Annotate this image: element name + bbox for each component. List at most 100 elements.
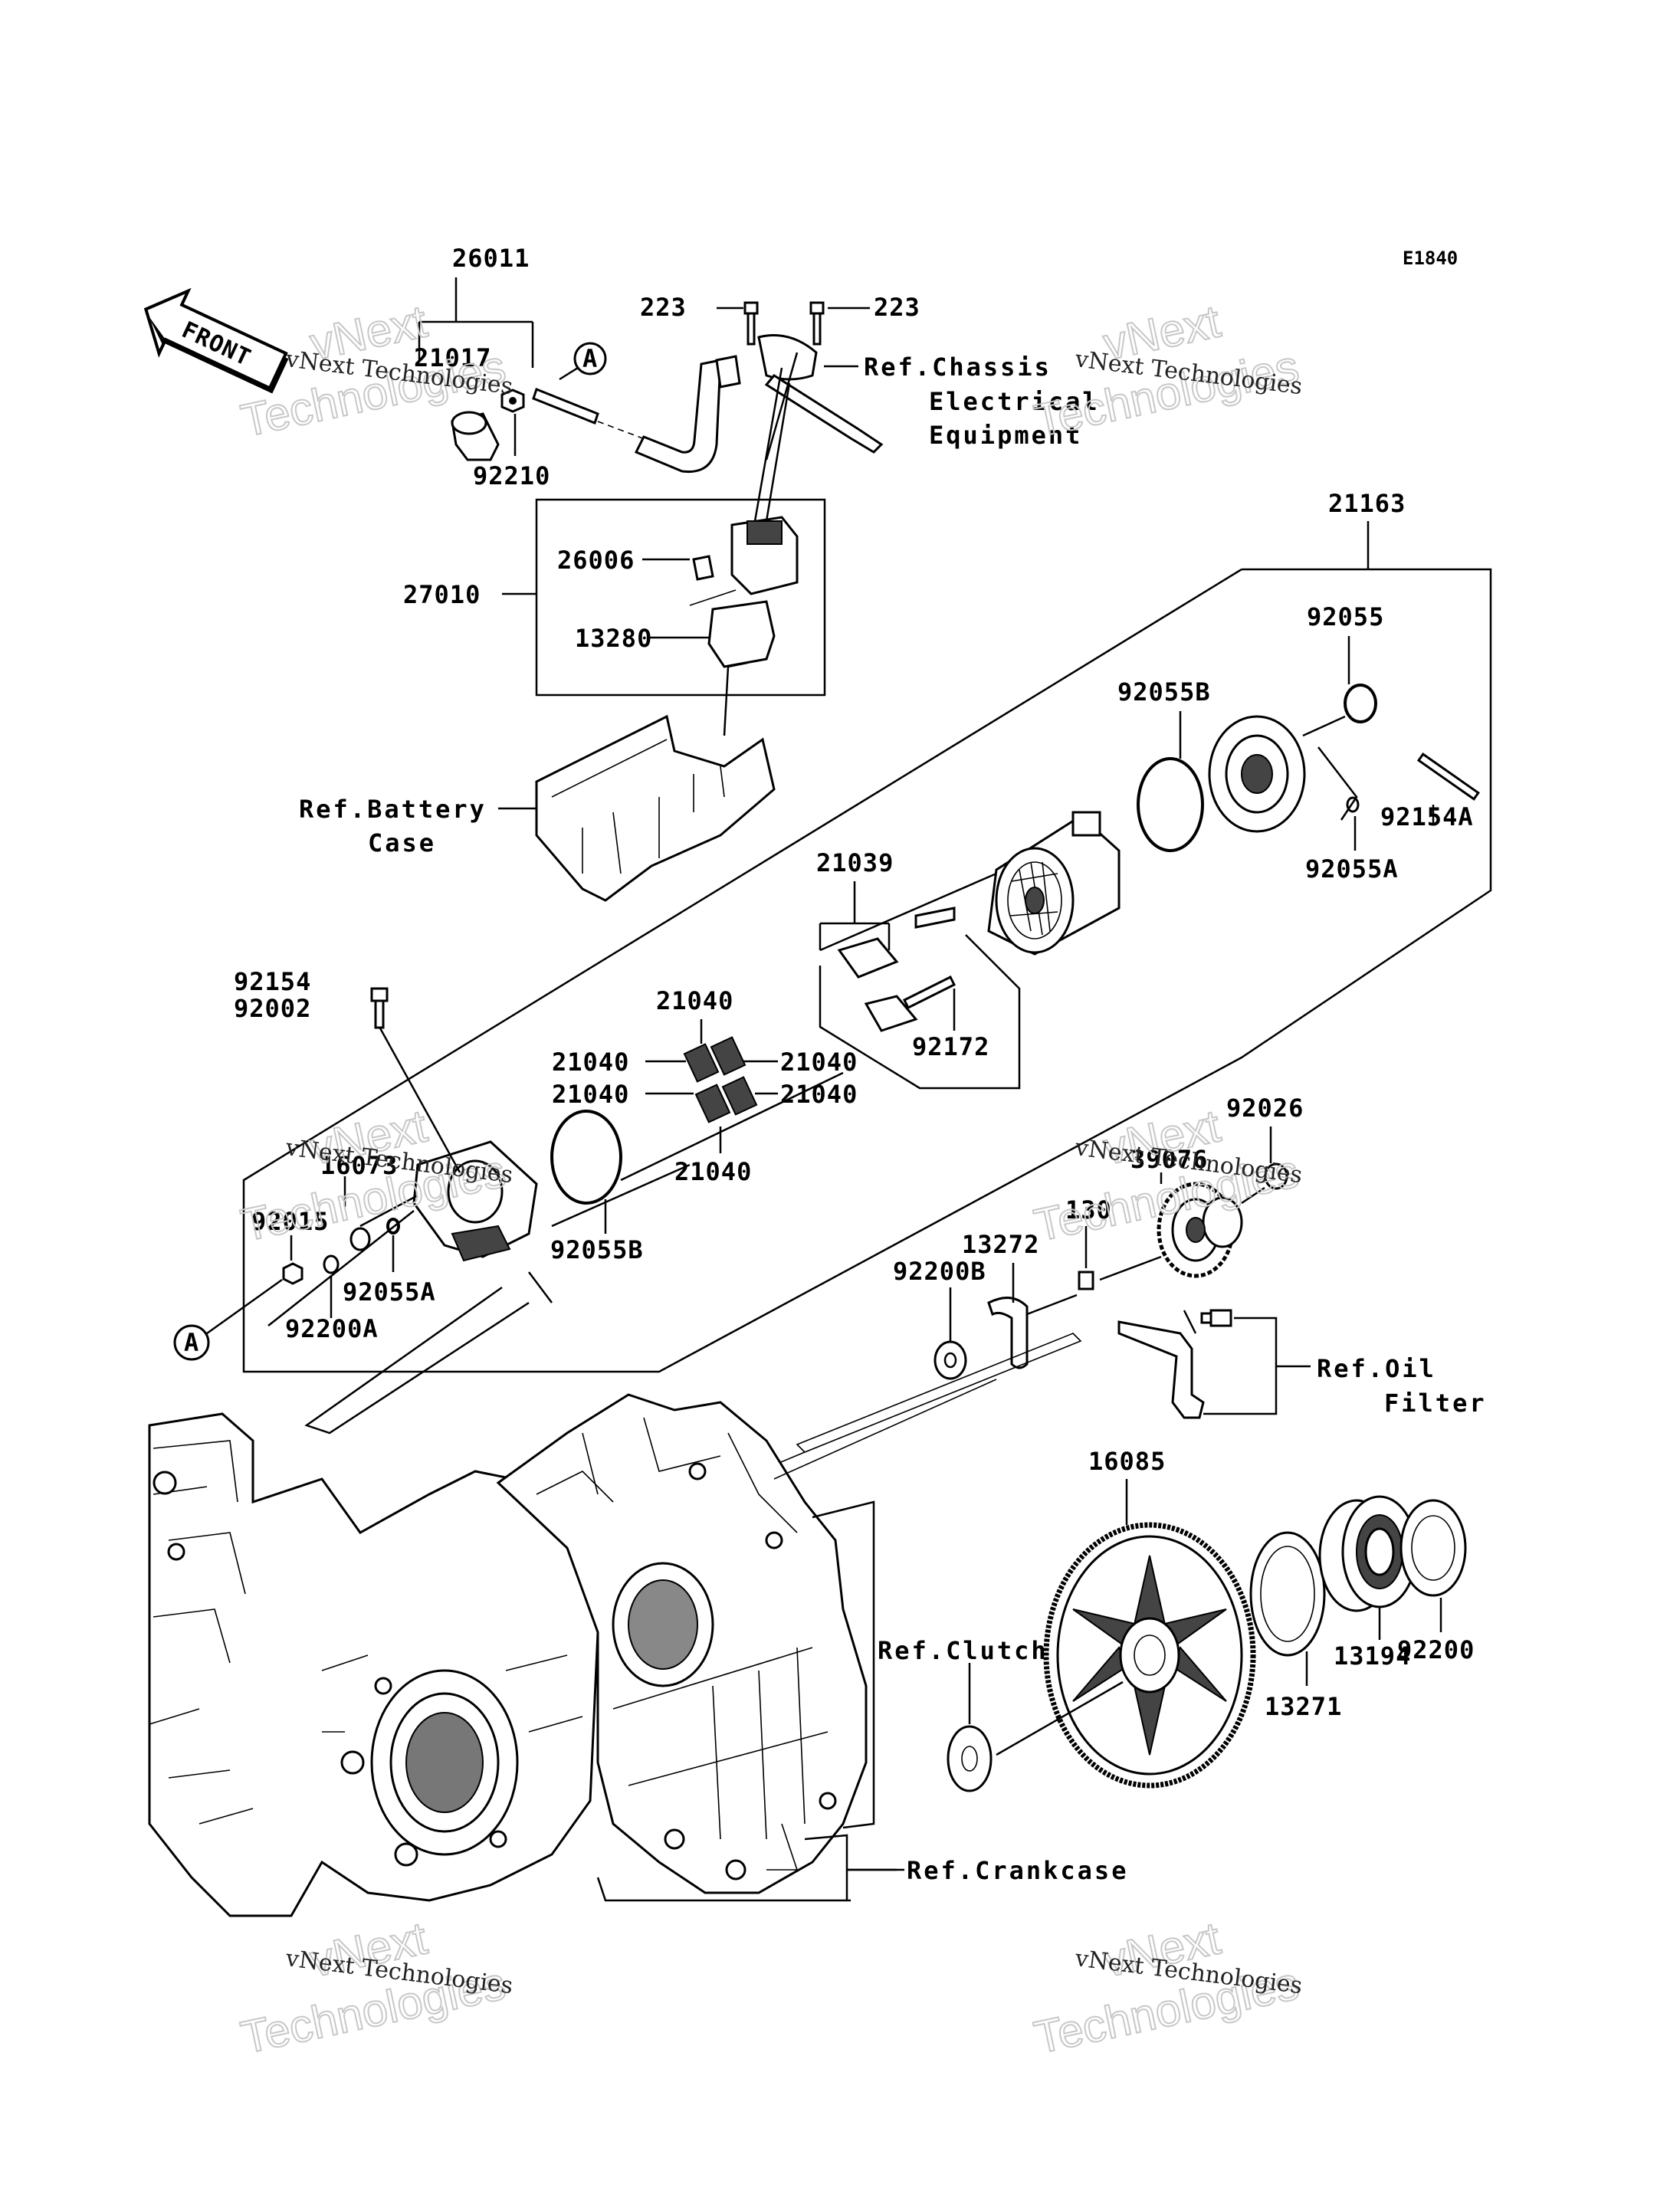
battery-case: Ref.Battery Case [299, 661, 776, 902]
ref-oil-line2: Filter [1384, 1389, 1487, 1418]
oneway-clutch-13194 [1318, 1495, 1418, 1612]
plate-13271 [1249, 1531, 1326, 1657]
starter-outline [242, 568, 1492, 1373]
callout-92172: 92172 [912, 1032, 989, 1061]
callout-92055B-top: 92055B [1117, 677, 1211, 707]
callout-21017: 21017 [414, 343, 491, 372]
watermark-bottom-left: vNext Technologies vNext Technologies [236, 1911, 514, 2064]
callout-92210: 92210 [473, 461, 550, 490]
ref-clutch: Ref.Clutch [878, 1636, 1048, 1665]
washer-92200B [934, 1340, 967, 1380]
brush-holder-1 [837, 937, 899, 979]
harness-connector [757, 334, 818, 381]
starter-cable-group: 26011 21017 92210 A 223 223 Ref.Chassis [414, 244, 1100, 522]
callout-16073: 16073 [320, 1151, 398, 1180]
clip-13272 [987, 1297, 1029, 1369]
bolt-92154 [370, 987, 389, 1029]
idle-gear-group: 39076 92026 130 13272 92200B Ref.Oil Fil… [758, 1094, 1487, 1472]
marker-a-top-label: A [582, 344, 598, 373]
screw-92172 [902, 975, 956, 1010]
callout-223-right: 223 [874, 293, 920, 322]
idle-shaft [796, 1333, 1082, 1453]
callout-92154: 92154 [234, 967, 311, 996]
ref-battery-line2: Case [368, 828, 436, 857]
callout-26011: 26011 [452, 244, 530, 273]
callout-21040-f: 21040 [674, 1157, 752, 1186]
callout-92055: 92055 [1307, 602, 1384, 631]
washer-92026 [1264, 1162, 1288, 1190]
relay-assembly-27010: 27010 26006 13280 [403, 498, 826, 697]
starter-gear-16085 [1043, 1522, 1256, 1789]
crankcase: Ref.Crankcase [148, 1210, 1128, 1917]
watermark-bottom-right: vNext Technologies vNext Technologies [1029, 1911, 1304, 2064]
starter-front-bracket [412, 1140, 538, 1262]
callout-130: 130 [1065, 1195, 1112, 1225]
ring-92200 [1399, 1499, 1467, 1597]
front-arrow-icon: FRONT [143, 287, 289, 394]
callout-92026: 92026 [1226, 1094, 1304, 1123]
starter-end-cover [1208, 715, 1346, 833]
bolt-oil-bracket [1200, 1309, 1232, 1327]
ref-crankcase: Ref.Crankcase [907, 1856, 1128, 1885]
callout-92055A-bot: 92055A [343, 1277, 436, 1307]
ref-clutch-washer [947, 1725, 993, 1792]
marker-a-top [573, 342, 607, 375]
callout-21040-a: 21040 [656, 986, 733, 1015]
cable-lead [634, 359, 722, 474]
ref-chassis-line3: Equipment [929, 421, 1082, 450]
callout-92154A: 92154A [1380, 802, 1474, 831]
callout-92055B-bot: 92055B [550, 1235, 644, 1264]
bolt-223-right [809, 301, 825, 346]
callout-13280: 13280 [575, 624, 652, 653]
bolt-223-left [743, 301, 759, 346]
callout-92002: 92002 [234, 994, 311, 1023]
diagram-code: E1840 [1403, 248, 1458, 269]
callout-92200: 92200 [1397, 1635, 1475, 1664]
harness-lead [764, 374, 884, 454]
oil-filter-bracket [1117, 1320, 1205, 1419]
callout-13271: 13271 [1265, 1692, 1342, 1721]
oring-92055A-bot [386, 1218, 400, 1235]
starter-motor-21163: 21163 92055 92055B 92154A 92055A [173, 489, 1492, 1373]
washer-92200A [323, 1254, 340, 1274]
ref-oil-line1: Ref.Oil [1317, 1354, 1436, 1383]
callout-39076: 39076 [1130, 1145, 1208, 1174]
brush-holder-2 [864, 995, 918, 1032]
callout-13272: 13272 [962, 1230, 1039, 1259]
washer-16073 [349, 1227, 371, 1251]
callout-21163: 21163 [1328, 489, 1406, 518]
brush-springs-21040 [683, 1036, 758, 1123]
starter-yoke [987, 811, 1121, 956]
pin-130 [1078, 1271, 1094, 1290]
callout-16085: 16085 [1088, 1447, 1166, 1476]
callout-21039: 21039 [816, 848, 894, 877]
callout-21040-d: 21040 [552, 1080, 629, 1109]
callout-13194: 13194 [1334, 1641, 1411, 1671]
terminal-bolt [532, 388, 599, 425]
callout-21040-b: 21040 [552, 1048, 629, 1077]
callout-21040-c: 21040 [780, 1048, 858, 1077]
nut-92015 [282, 1262, 304, 1285]
fuse-26006 [692, 555, 714, 581]
marker-a-bottom-label: A [184, 1328, 199, 1357]
marker-a-bottom [173, 1324, 210, 1361]
ref-battery-line1: Ref.Battery [299, 795, 487, 824]
bolt-92154A [1416, 753, 1480, 801]
callout-27010: 27010 [403, 580, 481, 609]
relay-box-outline [535, 498, 826, 697]
starter-clutch-group: 16085 Ref.Clutch 13271 13194 92200 [878, 1447, 1475, 1792]
ref-chassis-line2: Electrical [929, 387, 1100, 416]
cable-clamp [715, 355, 741, 389]
relay-cover-13280 [707, 600, 776, 668]
ref-chassis-line1: Ref.Chassis [864, 353, 1052, 382]
callout-223-left: 223 [640, 293, 687, 322]
callout-92200B: 92200B [893, 1257, 986, 1286]
callout-92055A-top: 92055A [1305, 854, 1399, 884]
callout-92200A: 92200A [285, 1314, 379, 1343]
callout-92015: 92015 [251, 1207, 329, 1236]
screw-brush-1 [914, 907, 956, 929]
watermark-top-right: vNext Technologies vNext Technologies [1029, 294, 1304, 447]
idle-gear-39076 [1157, 1182, 1243, 1278]
callout-26006: 26006 [557, 546, 635, 575]
